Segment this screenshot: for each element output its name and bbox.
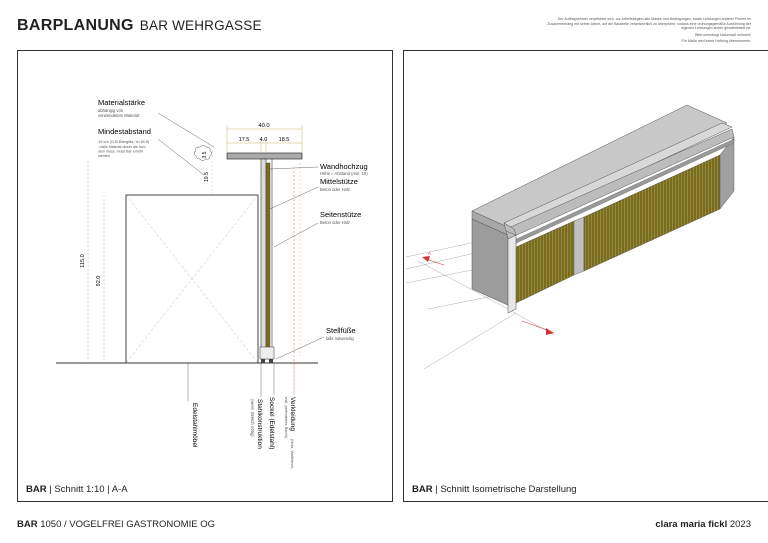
- label-materialstaerke: Materialstärke: [98, 98, 145, 107]
- section-drawing: 40.0 17.5 4.0 18.5 115.0 92.0 19.5 3.5 M…: [56, 98, 368, 469]
- label-sockel: Sockel (Edelstahl): [268, 397, 275, 449]
- label-mindestabstand-sub2: ->falls Material dicker als 4cm: [98, 145, 145, 149]
- label-stellfuesse: Stellfüße: [326, 326, 356, 335]
- label-seitenstuetze-sub: Beton oder Holz: [320, 220, 350, 225]
- footer-project-bold: BAR: [17, 519, 38, 530]
- cladding-left: [515, 220, 575, 304]
- page-title: BARPLANUNG BAR WEHRGASSE: [17, 16, 262, 36]
- dim-left: 17.5: [239, 137, 250, 143]
- middle-support: [260, 158, 267, 360]
- footer-project-rest: 1050 / VOGELFREI GASTRONOMIE OG: [37, 519, 215, 530]
- beer-glass-icon: [193, 145, 212, 161]
- label-stahlkonstruktion: Stahlkonstruktion: [256, 399, 263, 449]
- dim-35: 3.5: [202, 151, 208, 158]
- label-mindestabstand-sub1: 19 cm (0,5l Biergläs, h=18,5): [98, 139, 150, 144]
- disclaimer-p2: Bitte unbedingt Naturmaß nehmen!: [695, 32, 751, 37]
- label-mindestabstand-sub4: werden: [98, 154, 110, 158]
- cut-marker-a: A: [422, 251, 445, 266]
- iso-caption-rest: | Schnitt Isometrische Darstellung: [432, 484, 577, 495]
- disclaimer-p1: Der Auftragnehmer verpflichtet sich, vor…: [547, 17, 751, 31]
- label-mittelstuetze: Mittelstütze: [320, 177, 358, 186]
- dim-right: 18.5: [279, 137, 290, 143]
- dim-115: 115.0: [80, 254, 86, 267]
- foot-right: [269, 359, 273, 363]
- label-wandhochzug-sub: Höhe = Abstand (min. 19): [320, 171, 368, 176]
- label-stellfuesse-sub: falls notwendig: [326, 336, 354, 341]
- dim-195: 19.5: [204, 172, 210, 182]
- section-panel: 40.0 17.5 4.0 18.5 115.0 92.0 19.5 3.5 M…: [17, 50, 393, 502]
- isometric-panel: A BAR | Schnitt Isometrische Darstellung: [403, 50, 768, 502]
- dim-mid: 4.0: [260, 137, 268, 143]
- label-edelstahlmoebel: Edelstahlmöbel: [191, 403, 198, 448]
- cladding-panel: [265, 162, 271, 360]
- label-wandhochzug: Wandhochzug: [320, 162, 368, 171]
- footer-author-rest: 2023: [727, 519, 751, 530]
- cut-marker-a-label: A: [428, 251, 431, 256]
- title-main: BARPLANUNG: [17, 17, 134, 34]
- label-seitenstuetze: Seitenstütze: [320, 210, 361, 219]
- counter-top: [226, 152, 303, 160]
- dim-total: 40.0: [258, 123, 269, 129]
- disclaimer-note: Der Auftragnehmer verpflichtet sich, vor…: [536, 17, 751, 44]
- section-caption-bold: BAR: [26, 484, 47, 495]
- leader-lines: [157, 112, 325, 401]
- label-materialstaerke-sub2: verwendetem Material: [98, 113, 139, 118]
- furniture-cross-2: [125, 194, 259, 364]
- label-materialstaerke-sub1: abhängig von: [98, 108, 124, 113]
- counter-end-cap: [503, 222, 517, 236]
- base-plinth: [259, 346, 275, 360]
- middle-post: [573, 216, 585, 276]
- isometric-drawing: A: [405, 104, 735, 370]
- label-verkleidung-sub2: evtl. perforiertes Blech): [284, 397, 289, 439]
- label-mindestabstand-sub3: dem muss, muss Bar erhöht: [98, 150, 143, 154]
- foot-left: [261, 359, 265, 363]
- section-caption-rest: | Schnitt 1:10 | A-A: [46, 484, 128, 495]
- iso-caption: BAR | Schnitt Isometrische Darstellung: [412, 484, 577, 495]
- stainless-furniture: [125, 194, 259, 364]
- cut-marker-b: [521, 320, 554, 335]
- label-verkleidung-sub1: (Holz, Wellblech,: [290, 439, 295, 469]
- section-caption: BAR | Schnitt 1:10 | A-A: [26, 484, 128, 495]
- top-dimension-lines: [226, 125, 303, 153]
- label-verkleidung: Verkleidung: [289, 397, 296, 431]
- label-mindestabstand: Mindestabstand: [98, 127, 151, 136]
- disclaimer-p3: Für Maße wird keine Haftung übernommen.: [681, 39, 751, 44]
- footer-project: BAR 1050 / VOGELFREI GASTRONOMIE OG: [17, 519, 215, 530]
- label-mittelstuetze-sub: Beton oder Holz: [320, 187, 350, 192]
- label-stahlkonstruktion-sub: (wenn Stretch nötig): [250, 399, 255, 437]
- footer-author-bold: clara maria fickl: [655, 519, 728, 530]
- title-sub: BAR WEHRGASSE: [139, 18, 262, 33]
- box-near-end: [507, 234, 517, 314]
- iso-caption-bold: BAR: [412, 484, 433, 495]
- footer-author: clara maria fickl 2023: [655, 519, 751, 530]
- dim-92: 92.0: [96, 276, 102, 287]
